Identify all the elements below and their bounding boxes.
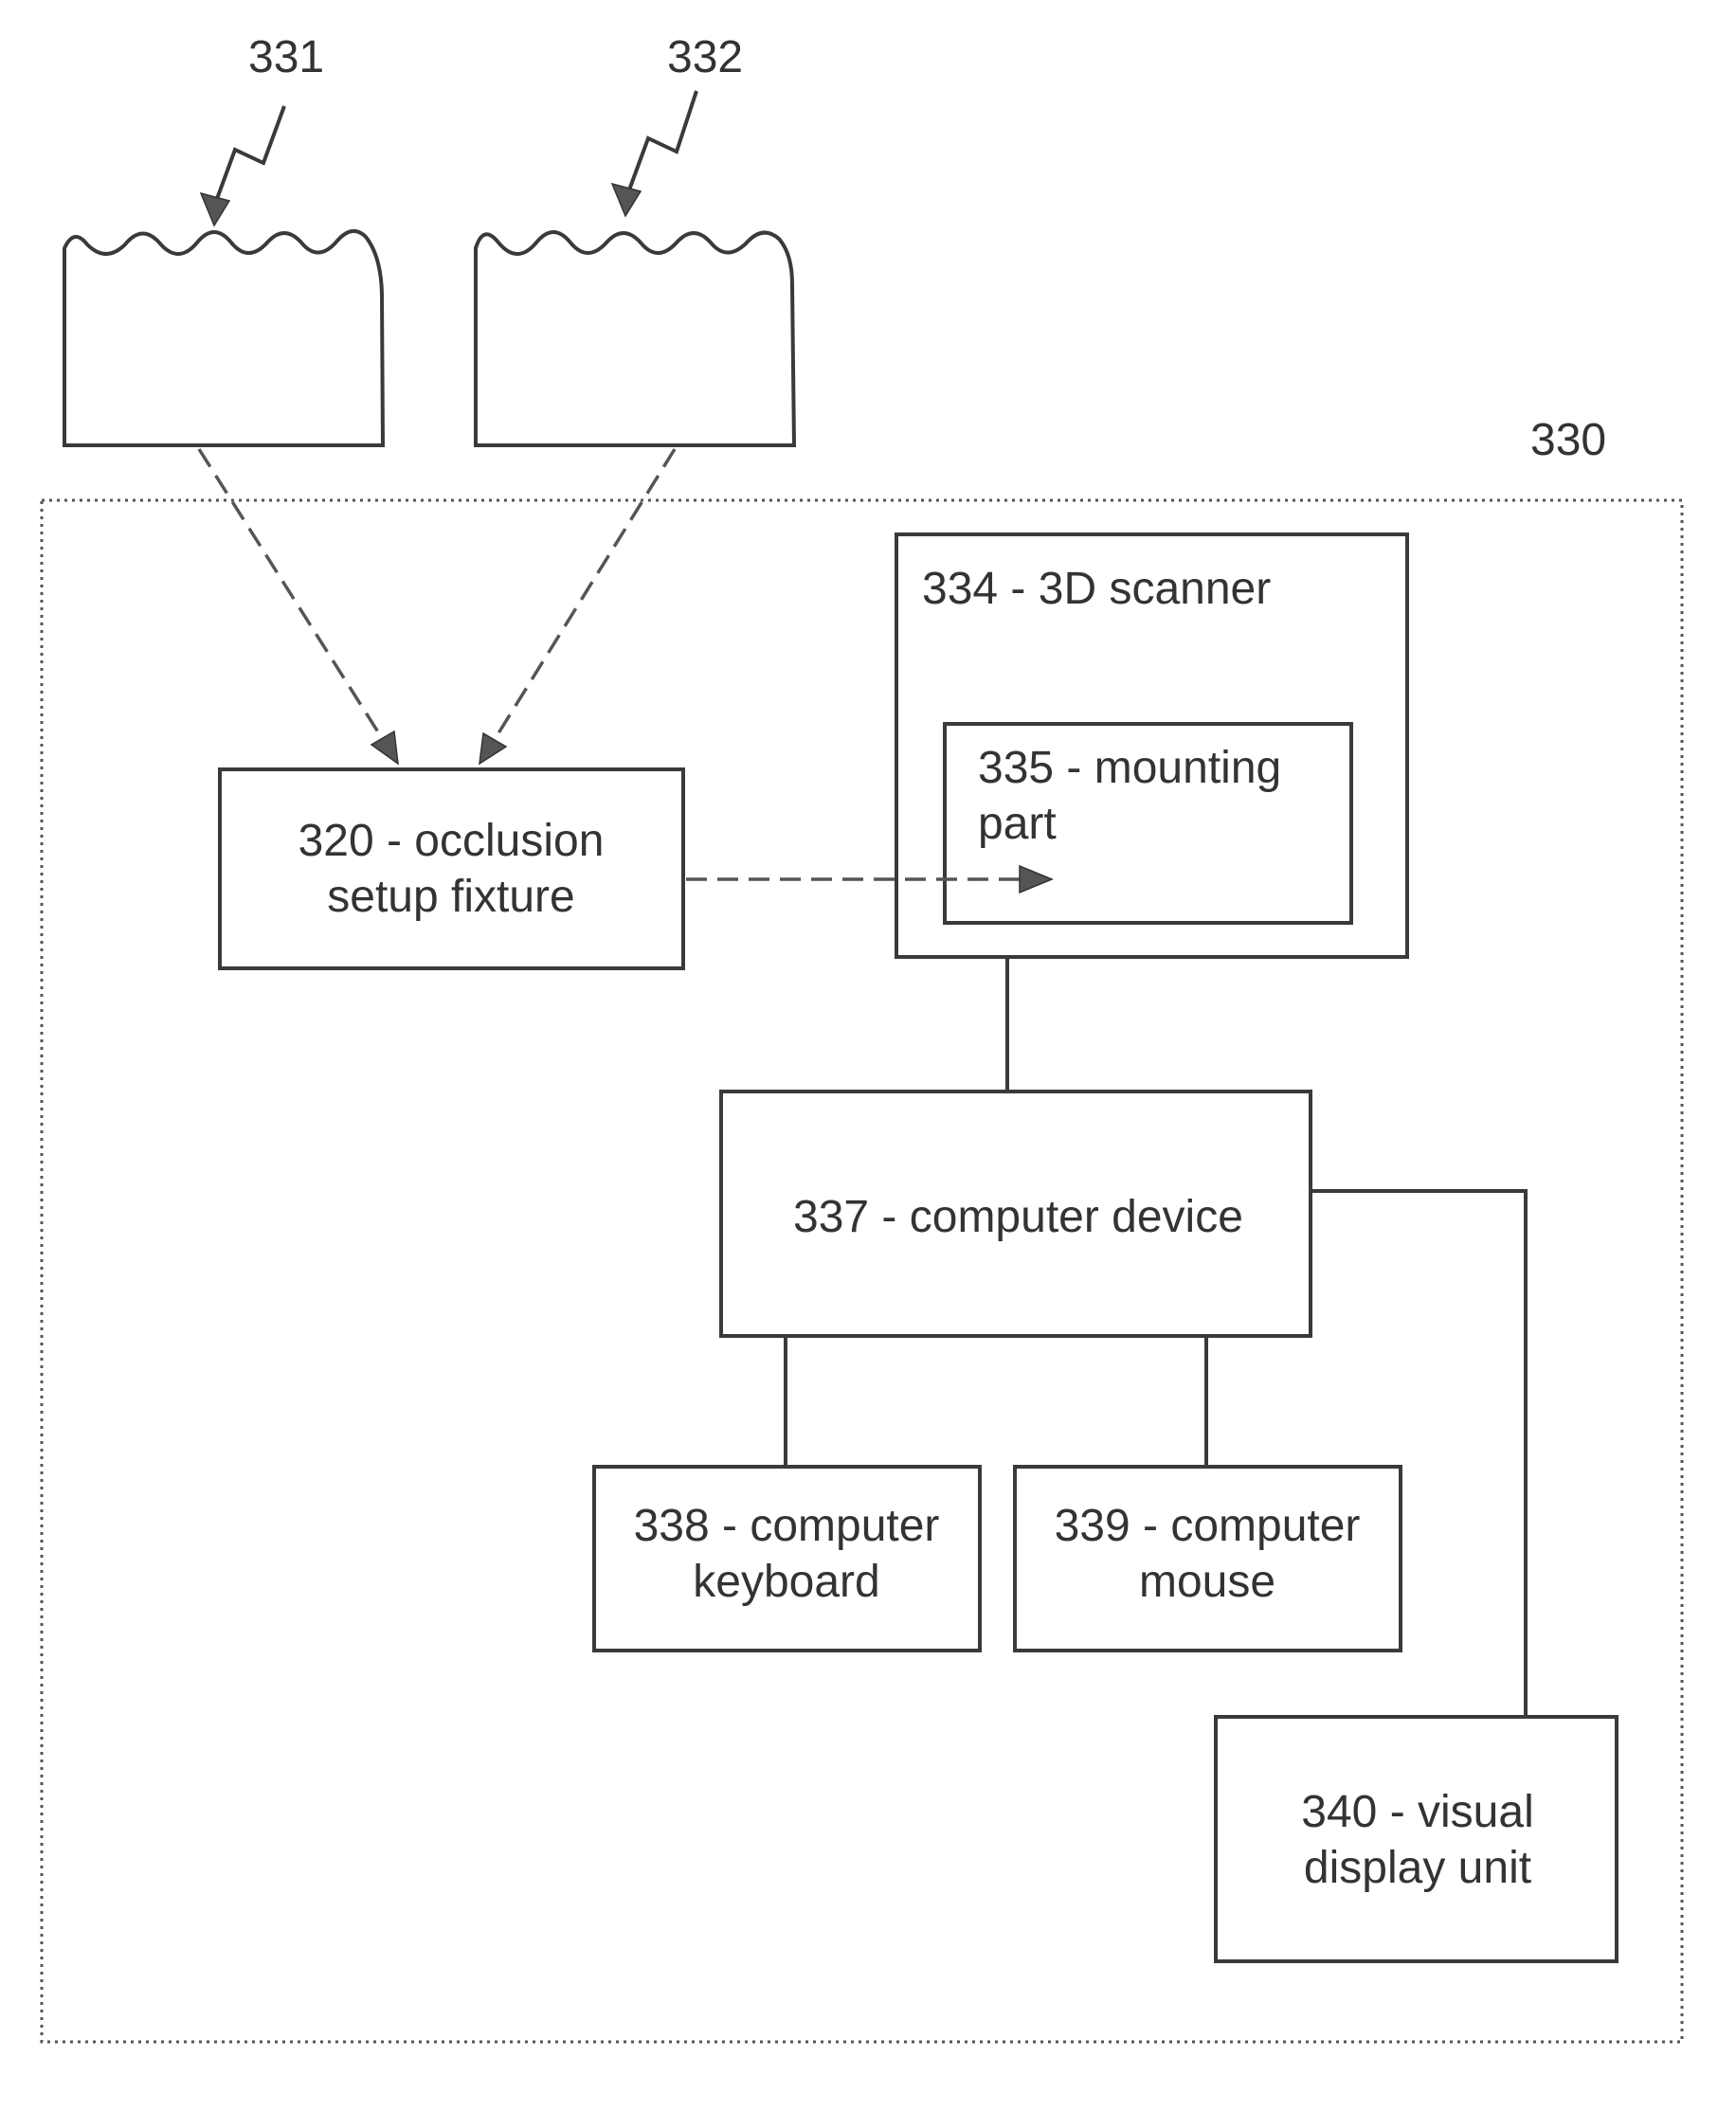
mounting-label-line2: part	[978, 799, 1057, 849]
dashed-arrow-331-head	[371, 731, 398, 764]
mounting-label-line1: 335 - mounting	[978, 743, 1281, 793]
leader-331-arrowhead	[201, 193, 229, 226]
occlusion-label-line2: setup fixture	[327, 872, 574, 922]
dental-model-331	[64, 231, 383, 445]
leader-332	[627, 91, 696, 195]
scanner-label: 334 - 3D scanner	[922, 564, 1271, 614]
mouse-label-line2: mouse	[1139, 1557, 1275, 1607]
computer-device-label: 337 - computer device	[793, 1192, 1243, 1242]
occlusion-label-line1: 320 - occlusion	[298, 816, 605, 866]
label-330: 330	[1530, 415, 1606, 465]
leader-332-arrowhead	[612, 184, 641, 216]
label-331: 331	[248, 32, 324, 82]
display-label-line2: display unit	[1304, 1843, 1531, 1893]
dental-model-332	[476, 232, 794, 445]
leader-331	[214, 106, 284, 207]
dashed-arrow-332-to-320	[489, 449, 675, 749]
label-332: 332	[667, 32, 743, 82]
keyboard-label-line1: 338 - computer	[634, 1501, 940, 1551]
mouse-label-line1: 339 - computer	[1055, 1501, 1361, 1551]
display-label-line1: 340 - visual	[1301, 1787, 1533, 1837]
occlusion-setup-fixture-box	[220, 769, 683, 968]
dashed-arrow-331-to-320	[199, 449, 389, 749]
visual-display-unit-box	[1216, 1717, 1617, 1961]
keyboard-label-line2: keyboard	[693, 1557, 879, 1607]
dashed-arrow-332-head	[479, 733, 506, 764]
